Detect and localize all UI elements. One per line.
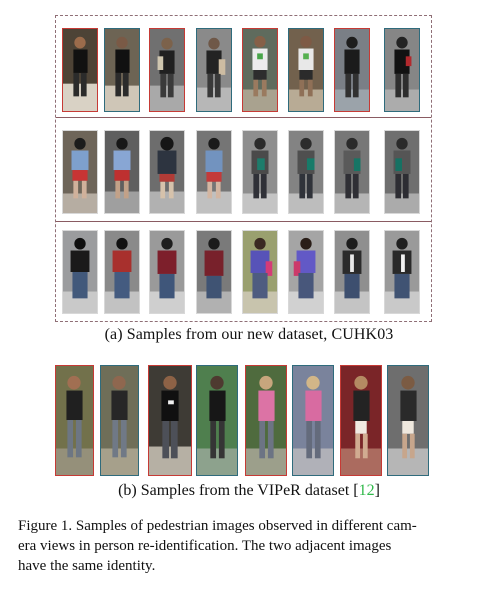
pedestrian-image: [288, 28, 324, 112]
pedestrian-image: [387, 365, 429, 476]
figure-caption-line: have the same identity.: [18, 558, 156, 574]
figure-caption-line: era views in person re-identification. T…: [18, 538, 392, 554]
figure-caption: Figure 1. Samples of pedestrian images o…: [18, 516, 480, 576]
pedestrian-image: [292, 365, 334, 476]
pedestrian-image: [384, 130, 420, 214]
citation-link[interactable]: 12: [358, 482, 375, 499]
pedestrian-image: [340, 365, 382, 476]
pedestrian-image: [55, 365, 94, 476]
pedestrian-image: [242, 130, 278, 214]
panel-b-caption-suffix: ]: [374, 482, 380, 499]
pedestrian-image: [242, 28, 278, 112]
pedestrian-image: [100, 365, 139, 476]
pedestrian-image: [288, 130, 324, 214]
pedestrian-image: [334, 28, 370, 112]
pedestrian-image: [245, 365, 287, 476]
pedestrian-image: [196, 365, 238, 476]
pedestrian-image: [104, 230, 140, 314]
pedestrian-image: [384, 28, 420, 112]
pedestrian-image: [104, 130, 140, 214]
pedestrian-image: [196, 130, 232, 214]
panel-b-caption: (b) Samples from the VIPeR dataset [12]: [0, 482, 498, 500]
pedestrian-image: [196, 28, 232, 112]
pedestrian-image: [149, 230, 185, 314]
figure-caption-line: Figure 1. Samples of pedestrian images o…: [18, 518, 417, 534]
pedestrian-image: [149, 28, 185, 112]
pedestrian-image: [62, 130, 98, 214]
panel-a-caption: (a) Samples from our new dataset, CUHK03: [104, 326, 394, 343]
pedestrian-image: [149, 130, 185, 214]
pedestrian-image: [288, 230, 324, 314]
row-divider: [56, 117, 431, 118]
pedestrian-image: [196, 230, 232, 314]
pedestrian-image: [62, 230, 98, 314]
pedestrian-image: [334, 230, 370, 314]
pedestrian-image: [384, 230, 420, 314]
panel-b-caption-prefix: (b) Samples from the VIPeR dataset [: [118, 482, 359, 499]
pedestrian-image: [334, 130, 370, 214]
pedestrian-image: [104, 28, 140, 112]
pedestrian-image: [242, 230, 278, 314]
row-divider: [56, 221, 431, 222]
panel-a-cuhk03-samples: [55, 15, 432, 322]
pedestrian-image: [148, 365, 192, 476]
pedestrian-image: [62, 28, 98, 112]
